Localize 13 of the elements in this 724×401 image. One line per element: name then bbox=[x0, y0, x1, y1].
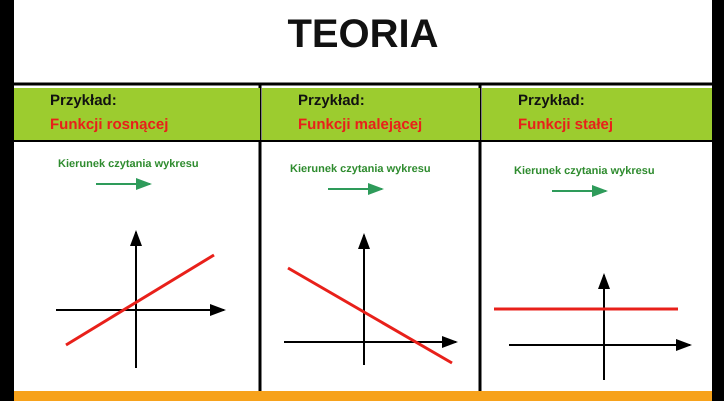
title: TEORIA bbox=[286, 12, 440, 57]
caption: Kierunek czytania wykresu bbox=[290, 163, 431, 175]
caption: Kierunek czytania wykresu bbox=[514, 165, 655, 177]
header-band bbox=[262, 88, 480, 140]
example-heading: Przykład: bbox=[298, 92, 365, 109]
header-band bbox=[482, 88, 712, 140]
function-name: Funkcji stałej bbox=[518, 116, 614, 133]
example-heading: Przykład: bbox=[518, 92, 585, 109]
header-band bbox=[14, 88, 260, 140]
caption: Kierunek czytania wykresu bbox=[58, 158, 199, 170]
example-heading: Przykład: bbox=[50, 92, 117, 109]
function-name: Funkcji rosnącej bbox=[50, 116, 168, 133]
function-name: Funkcji malejącej bbox=[298, 116, 422, 133]
